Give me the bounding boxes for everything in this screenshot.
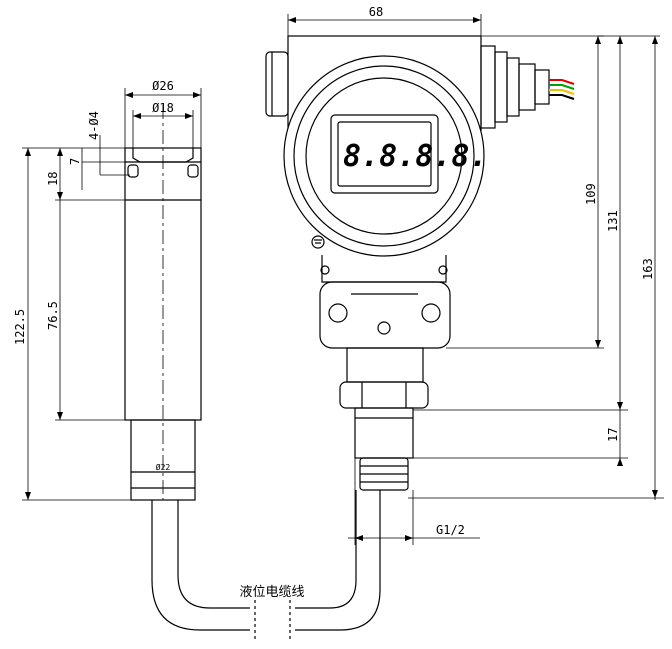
dim-thread: G1/2	[436, 523, 465, 537]
stem	[346, 347, 424, 383]
dim-109: 109	[584, 183, 598, 205]
screw-right	[421, 303, 441, 323]
dim-dia-26: Ø26	[152, 79, 174, 93]
housing-inner-ring	[293, 65, 475, 247]
dimension-lines	[22, 14, 664, 545]
left-cable-entry	[265, 51, 289, 117]
screw-center	[377, 321, 391, 335]
dim-131: 131	[606, 210, 620, 232]
cable-break	[254, 600, 291, 640]
ground-icon	[311, 235, 325, 249]
cable-label: 液位电缆线	[239, 584, 304, 600]
wires	[549, 79, 575, 100]
right-cable-gland	[480, 45, 550, 129]
dim-68: 68	[369, 5, 383, 19]
dimension-labels: 68 Ø26 Ø18 4-Ø4 7 18 76.5 122.5 109 131 …	[13, 5, 655, 600]
dim-18: 18	[46, 172, 60, 186]
display-reading: 8.8.8.8.	[343, 139, 488, 174]
probe-hole-right	[187, 164, 199, 178]
dim-122-5: 122.5	[13, 309, 27, 345]
hex-nut	[339, 381, 429, 409]
housing-outer-ring	[283, 55, 485, 257]
display-window	[330, 114, 439, 194]
screw-left	[328, 303, 348, 323]
probe-cable	[151, 500, 250, 631]
terminal-block	[319, 281, 451, 349]
dim-holes: 4-Ø4	[87, 111, 101, 140]
threaded-section	[354, 407, 414, 459]
probe-cable-gland	[130, 419, 196, 501]
dim-76-5: 76.5	[46, 301, 60, 330]
dim-7: 7	[68, 158, 82, 165]
dim-dia-18: Ø18	[152, 101, 174, 115]
dim-dia-22: Ø22	[156, 462, 171, 472]
transmitter-cable	[295, 490, 381, 631]
dim-17: 17	[606, 428, 620, 442]
probe-hole-left	[127, 164, 139, 178]
dim-163: 163	[641, 258, 655, 280]
transmitter: 8.8.8.8.	[265, 35, 575, 631]
probe	[124, 105, 250, 631]
arrowheads	[25, 17, 658, 541]
